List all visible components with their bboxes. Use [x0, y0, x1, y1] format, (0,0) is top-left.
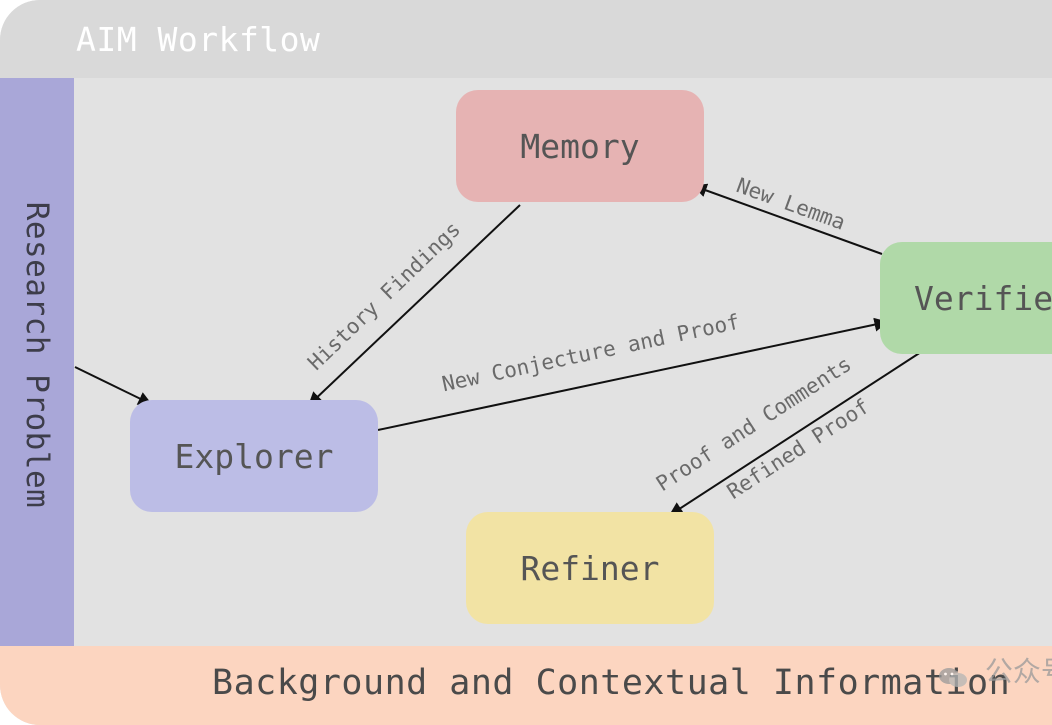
refiner-label: Refiner	[520, 548, 660, 588]
refiner-node: Refiner	[466, 512, 714, 624]
verifier-label: Verifier	[914, 278, 1052, 318]
memory-node: Memory	[456, 90, 704, 202]
background-context-bar	[0, 646, 1052, 725]
memory-label: Memory	[520, 126, 640, 166]
edge-verifier-to-refiner	[668, 351, 922, 516]
watermark: 公众号	[938, 650, 1052, 690]
explorer-label: Explorer	[174, 436, 334, 476]
wechat-icon	[938, 662, 968, 687]
edge-verifier-to-memory	[692, 183, 883, 255]
research-problem-bar	[0, 78, 74, 646]
edge-research-to-explorer	[74, 366, 153, 405]
watermark-text: 公众号	[984, 655, 1052, 688]
explorer-node: Explorer	[130, 400, 378, 512]
diagram-title: AIM Workflow	[76, 20, 321, 59]
title-bar	[0, 0, 1052, 78]
edge-explorer-to-verifier	[377, 317, 889, 431]
verifier-node: Verifier	[880, 242, 1052, 354]
edge-memory-to-explorer	[307, 204, 521, 406]
background-context-label: Background and Contextual Information	[212, 663, 1011, 703]
